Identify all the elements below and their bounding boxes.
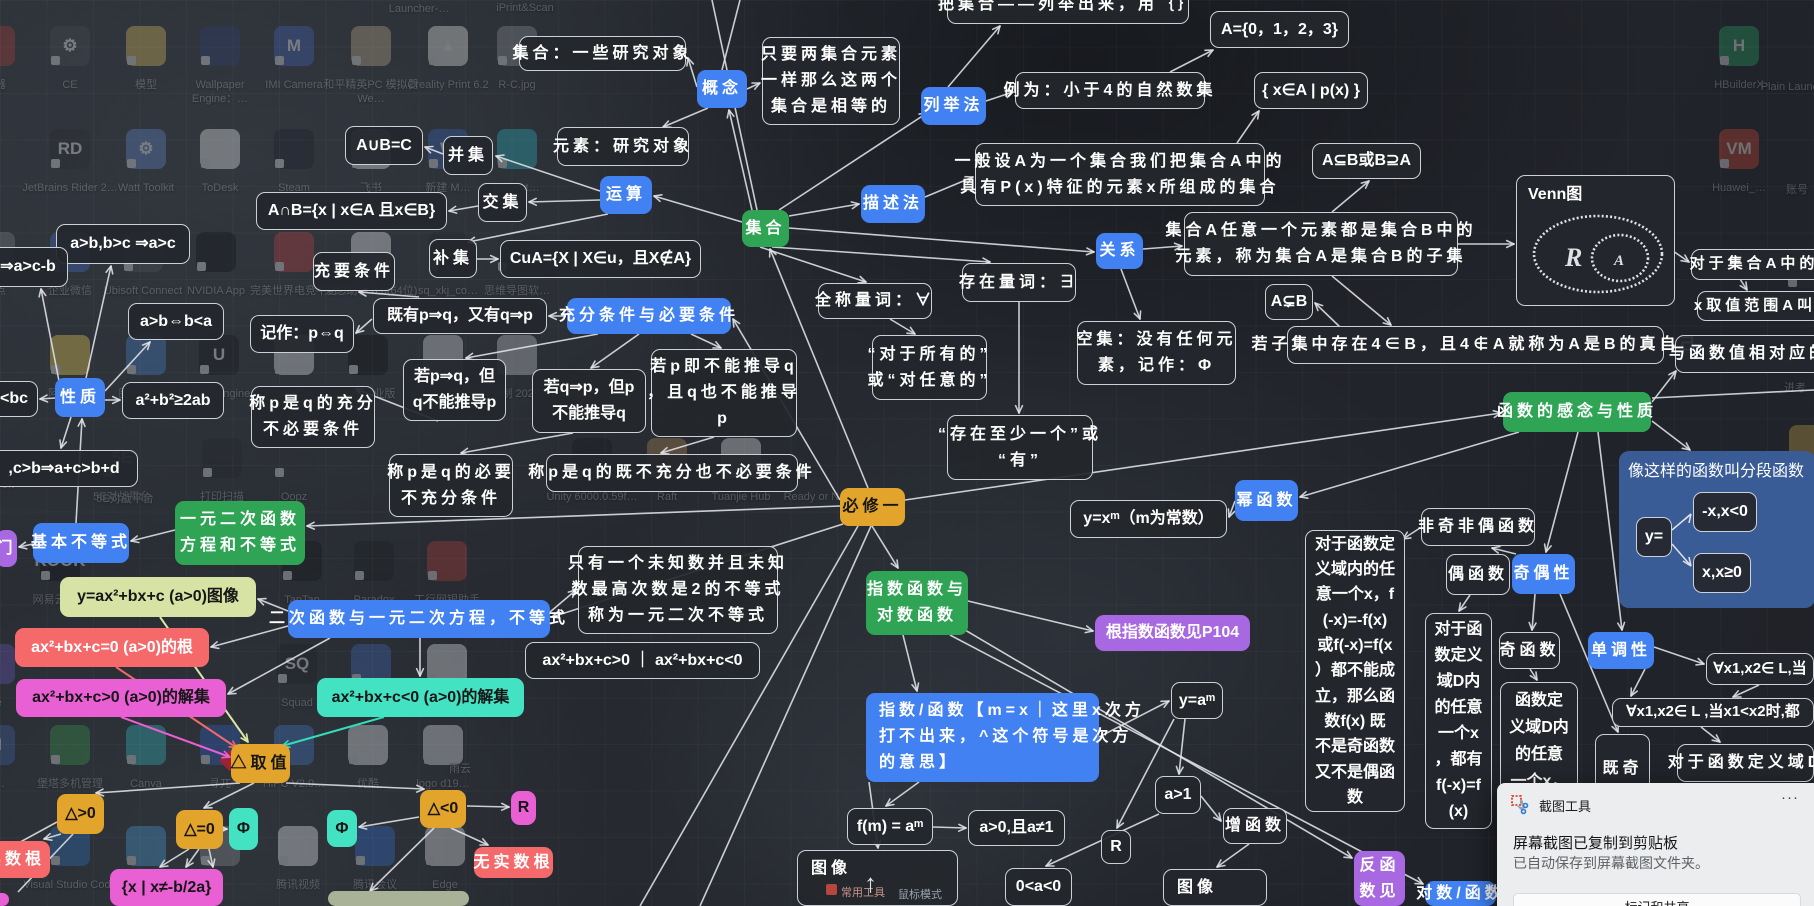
svg-text:R: R	[1564, 243, 1582, 272]
svg-text:A: A	[1613, 253, 1624, 269]
